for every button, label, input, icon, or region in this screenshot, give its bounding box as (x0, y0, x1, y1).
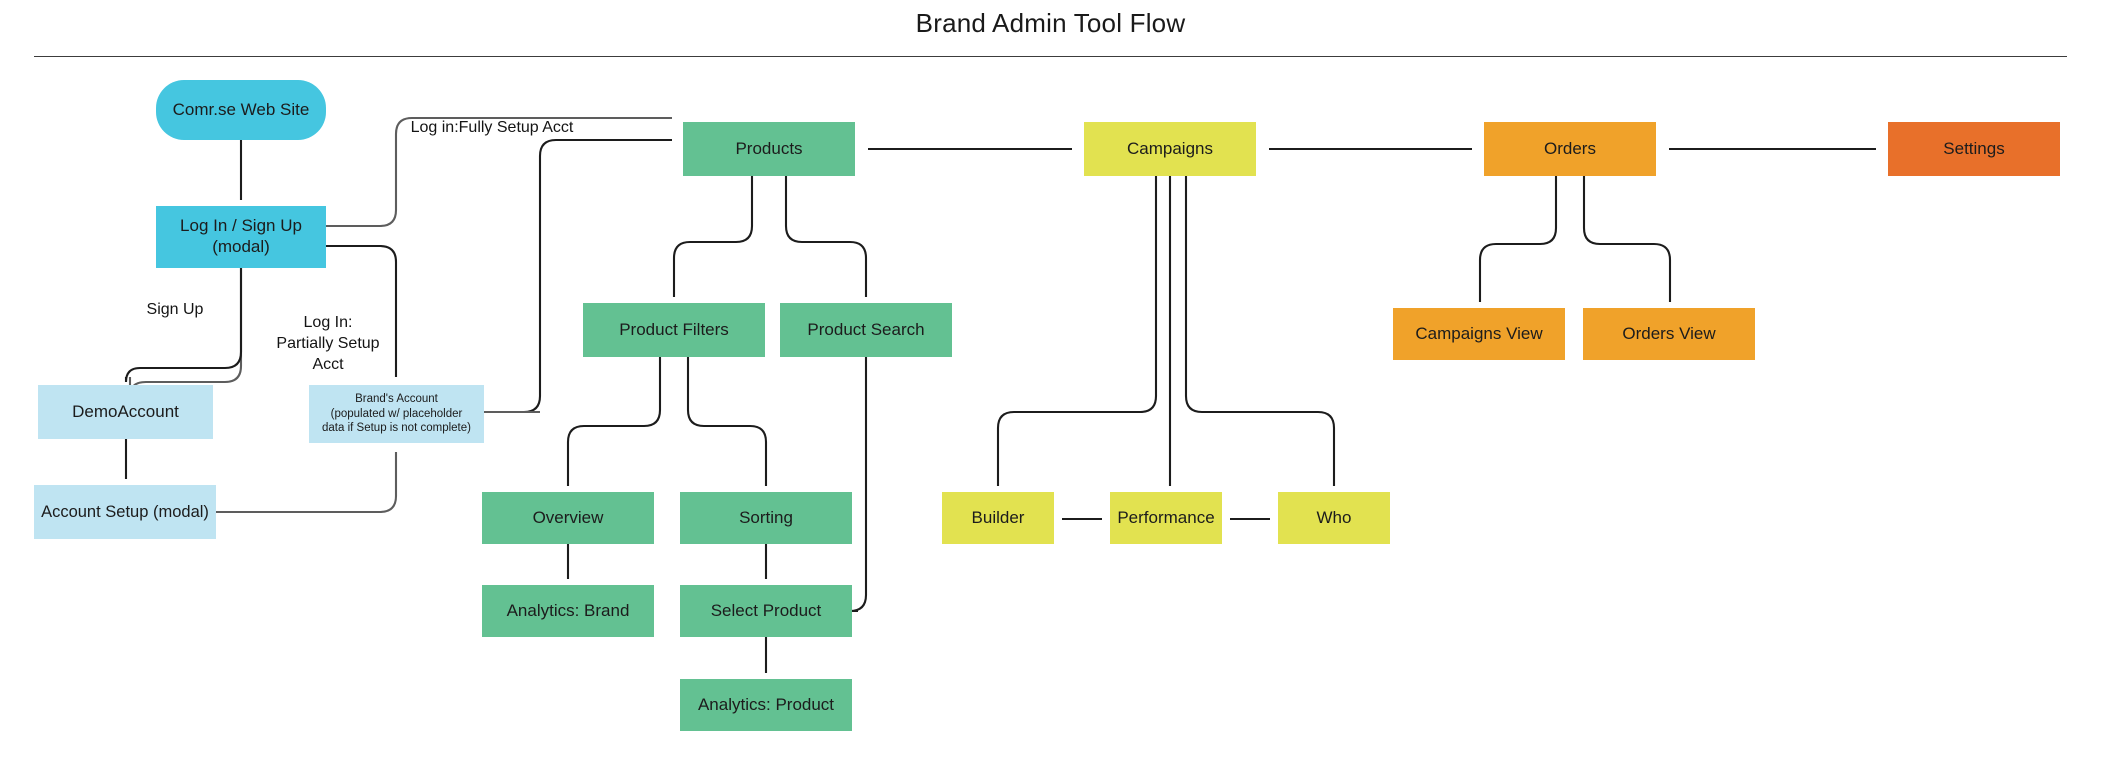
node-label: Log In / Sign Up(modal) (180, 216, 302, 256)
node-label: Account Setup (modal) (41, 502, 209, 521)
node-label: DemoAccount (72, 401, 179, 421)
node-account-setup-modal[interactable]: Account Setup (modal) (34, 485, 216, 539)
node-label: Campaigns (1127, 138, 1213, 158)
node-orders[interactable]: Orders (1484, 122, 1656, 176)
node-sorting[interactable]: Sorting (680, 492, 852, 544)
node-analytics-brand[interactable]: Analytics: Brand (482, 585, 654, 637)
node-campaigns-view[interactable]: Campaigns View (1393, 308, 1565, 360)
node-analytics-product[interactable]: Analytics: Product (680, 679, 852, 731)
edge-login-demo-helper (128, 268, 243, 397)
edge-orders-campaignsview (1478, 176, 1558, 302)
edge-filters-sorting (686, 357, 768, 486)
node-label: Brand's Account(populated w/ placeholder… (322, 392, 471, 435)
node-settings[interactable]: Settings (1888, 122, 2060, 176)
node-label: Performance (1117, 507, 1215, 527)
edge-brands-products (484, 138, 672, 414)
edge-orders-ordersview (1582, 176, 1672, 302)
node-label: Settings (1943, 138, 2005, 158)
node-demoaccount[interactable]: DemoAccount (38, 385, 213, 439)
edge-login-brands (326, 244, 398, 377)
node-label: Product Filters (619, 319, 729, 339)
edge-login-products-full (326, 116, 672, 228)
node-product-filters[interactable]: Product Filters (583, 303, 765, 357)
node-performance[interactable]: Performance (1110, 492, 1222, 544)
node-label: Products (735, 138, 803, 158)
node-campaigns[interactable]: Campaigns (1084, 122, 1256, 176)
node-label: Sorting (739, 507, 793, 527)
node-products[interactable]: Products (683, 122, 855, 176)
node-label: Analytics: Brand (506, 600, 630, 620)
node-label: Orders View (1622, 323, 1716, 343)
edge-filters-overview (566, 357, 662, 486)
node-label: Comr.se Web Site (172, 99, 310, 119)
node-select-product[interactable]: Select Product (680, 585, 852, 637)
node-label: Orders (1544, 138, 1596, 158)
title-divider (34, 56, 2067, 57)
node-product-search[interactable]: Product Search (780, 303, 952, 357)
node-label: Analytics: Product (697, 694, 835, 714)
edge-campaigns-who (1184, 176, 1336, 486)
node-overview[interactable]: Overview (482, 492, 654, 544)
node-label: Campaigns View (1415, 323, 1543, 343)
edge-products-search (784, 176, 868, 297)
edge-label-sign-up: Sign Up (146, 301, 204, 318)
node-brands-account[interactable]: Brand's Account(populated w/ placeholder… (309, 385, 484, 443)
node-orders-view[interactable]: Orders View (1583, 308, 1755, 360)
edge-search-selectproduct (849, 357, 868, 613)
edge-label-log-in-fully-setup: Log in:Fully Setup Acct (410, 119, 574, 136)
page-title: Brand Admin Tool Flow (915, 8, 1186, 38)
node-label: Builder (971, 507, 1025, 527)
node-comrse-web-site[interactable]: Comr.se Web Site (156, 80, 326, 140)
node-builder[interactable]: Builder (942, 492, 1054, 544)
node-log-in-sign-up-modal[interactable]: Log In / Sign Up(modal) (156, 206, 326, 268)
node-who[interactable]: Who (1278, 492, 1390, 544)
edge-accountsetup-brands (216, 452, 398, 514)
edge-products-filters (672, 176, 754, 297)
node-label: Who (1316, 507, 1352, 527)
edge-login-demo (124, 268, 243, 383)
node-label: Product Search (807, 319, 925, 339)
node-label: Select Product (710, 600, 822, 620)
node-label: Overview (532, 507, 604, 527)
edge-campaigns-builder (996, 176, 1158, 486)
